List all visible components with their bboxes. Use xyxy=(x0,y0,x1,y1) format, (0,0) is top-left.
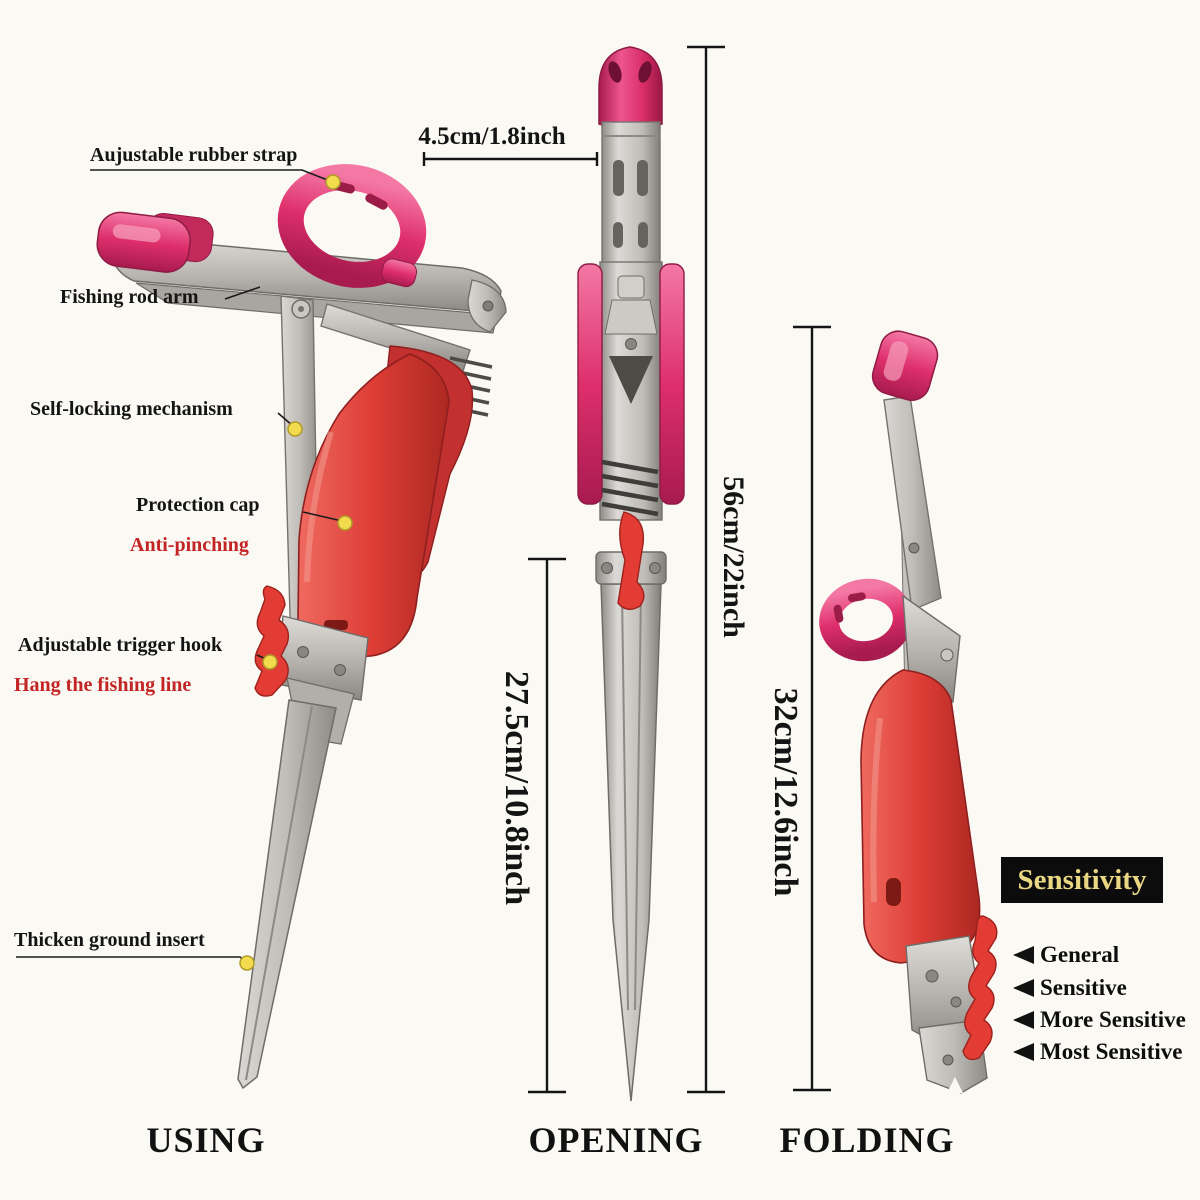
label-ground-insert: Thicken ground insert xyxy=(14,929,205,951)
opening-view xyxy=(577,46,685,1102)
arrow-left-icon xyxy=(1013,1043,1034,1061)
label-trigger-hook: Adjustable trigger hook xyxy=(18,634,223,656)
trigger-hook-open xyxy=(617,511,645,611)
rod-rest-tip-folded xyxy=(871,330,939,401)
rubber-strap xyxy=(277,164,427,288)
sensitivity-level-most-sensitive: Most Sensitive xyxy=(1040,1039,1183,1064)
dot-self-locking xyxy=(287,421,303,437)
rubber-strap-folded xyxy=(819,578,913,662)
spring-open xyxy=(601,459,659,517)
protection-cap-folded xyxy=(860,669,981,964)
ground-spike-open xyxy=(600,583,662,1102)
dot-ground-insert xyxy=(239,955,255,971)
rod-rest-tip xyxy=(96,211,214,273)
sensitivity-level-sensitive: Sensitive xyxy=(1040,975,1127,1000)
dim-cap-width: 4.5cm/1.8inch xyxy=(418,123,566,150)
label-rod-arm: Fishing rod arm xyxy=(60,286,199,308)
label-self-locking: Self-locking mechanism xyxy=(30,398,233,420)
caption-folding: FOLDING xyxy=(779,1120,955,1160)
sensitivity-level-general: General xyxy=(1040,942,1120,967)
arrow-left-icon xyxy=(1013,1011,1034,1029)
protection-cap xyxy=(297,353,450,660)
caption-opening: OPENING xyxy=(528,1120,704,1160)
sensitivity-title: Sensitivity xyxy=(1001,857,1163,903)
dim-fold-height: 32cm/12.6inch xyxy=(767,687,804,897)
sensitivity-trigger xyxy=(962,915,998,1061)
sensitivity-level-more-sensitive: More Sensitive xyxy=(1040,1007,1186,1032)
label-protection-cap: Protection cap xyxy=(136,494,260,516)
dim-open-height: 56cm/22inch xyxy=(717,476,750,638)
label-rubber-strap: Aujustable rubber strap xyxy=(90,144,298,166)
sensitivity-arrows xyxy=(1013,946,1034,1061)
dim-spike-height: 27.5cm/10.8inch xyxy=(498,670,535,906)
dimension-lines xyxy=(422,45,831,1094)
ground-spike xyxy=(237,699,337,1090)
arrow-left-icon xyxy=(1013,946,1034,964)
label-anti-pinching: Anti-pinching xyxy=(130,534,249,556)
top-cap xyxy=(598,46,663,130)
trigger-hook xyxy=(254,585,290,697)
using-view xyxy=(96,164,507,1090)
label-hang-line: Hang the fishing line xyxy=(14,674,192,696)
dot-rubber-strap xyxy=(325,174,341,190)
callout-dots xyxy=(239,174,353,971)
dot-trigger-hook xyxy=(262,654,278,670)
caption-using: USING xyxy=(146,1120,266,1160)
folding-view xyxy=(819,330,998,1094)
arrow-left-icon xyxy=(1013,979,1034,997)
dot-protection-cap xyxy=(337,515,353,531)
